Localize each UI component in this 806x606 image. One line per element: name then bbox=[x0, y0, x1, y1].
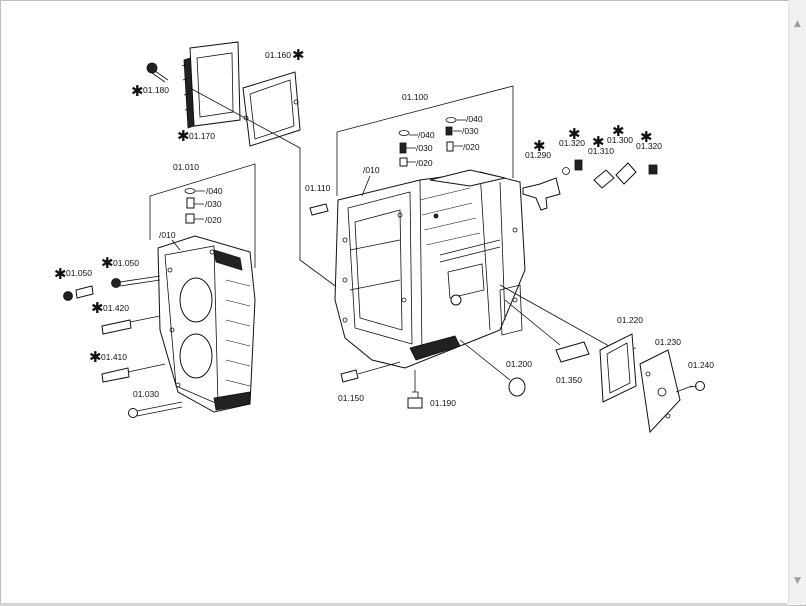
screw-01320[interactable] bbox=[574, 159, 583, 171]
plug-01200[interactable] bbox=[508, 377, 526, 397]
small-parts-stack-right bbox=[398, 117, 466, 167]
label-01220: 01.220 bbox=[617, 315, 643, 325]
pin-01150[interactable] bbox=[340, 369, 359, 383]
gasket-01310[interactable] bbox=[593, 169, 615, 189]
label-010-main: /010 bbox=[363, 165, 380, 175]
label-01310: 01.310 bbox=[588, 146, 614, 156]
label-020-right: /020 bbox=[463, 142, 480, 152]
stud-01420[interactable] bbox=[101, 315, 161, 335]
plate-01350[interactable] bbox=[555, 341, 590, 363]
nut-01050[interactable] bbox=[63, 285, 94, 301]
label-01300: 01.300 bbox=[607, 135, 633, 145]
vertical-scrollbar[interactable]: ▲ ▼ bbox=[788, 0, 806, 604]
label-01030: 01.030 bbox=[133, 389, 159, 399]
label-01320-b: 01.320 bbox=[636, 141, 662, 151]
bolt-01180[interactable] bbox=[146, 62, 169, 83]
exploded-parts-diagram: ✱ 01.180 ✱ 01.170 01.160 ✱ 01.100 /040 /… bbox=[54, 41, 714, 434]
label-020-left: /020 bbox=[416, 158, 433, 168]
scroll-down-arrow-icon[interactable]: ▼ bbox=[794, 576, 801, 586]
label-01350: 01.350 bbox=[556, 375, 582, 385]
label-020-lefthousing: /020 bbox=[205, 215, 222, 225]
screw-01320-b[interactable] bbox=[648, 164, 658, 175]
star-01170: ✱ bbox=[177, 127, 190, 145]
star-01050-a: ✱ bbox=[54, 265, 67, 283]
star-01300: ✱ bbox=[612, 122, 625, 140]
label-010-lefthousing: /010 bbox=[159, 230, 176, 240]
scroll-up-arrow-icon[interactable]: ▲ bbox=[794, 19, 801, 29]
gasket-01170[interactable] bbox=[181, 41, 241, 129]
label-01180: 01.180 bbox=[143, 85, 169, 95]
label-01200: 01.200 bbox=[506, 359, 532, 369]
label-01230: 01.230 bbox=[655, 337, 681, 347]
label-01110: 01.110 bbox=[305, 183, 331, 193]
gasket-01220[interactable] bbox=[599, 333, 637, 403]
washer-01320[interactable] bbox=[562, 167, 570, 175]
label-01240: 01.240 bbox=[688, 360, 714, 370]
bottom-edge-bar bbox=[0, 603, 787, 606]
label-01100: 01.100 bbox=[402, 92, 428, 102]
main-housing-01100[interactable] bbox=[334, 169, 526, 369]
sender-01290[interactable] bbox=[522, 177, 561, 211]
label-01420: 01.420 bbox=[103, 303, 129, 313]
star-01410: ✱ bbox=[89, 348, 102, 366]
label-01290: 01.290 bbox=[525, 150, 551, 160]
label-01050-a: 01.050 bbox=[66, 268, 92, 278]
label-040-left: /040 bbox=[418, 130, 435, 140]
stud-01410[interactable] bbox=[101, 363, 166, 383]
label-030-left: /030 bbox=[416, 143, 433, 153]
star-01320-b: ✱ bbox=[640, 128, 653, 146]
bolt-01050[interactable] bbox=[111, 275, 161, 288]
label-040-lefthousing: /040 bbox=[206, 186, 223, 196]
bolt-01030[interactable] bbox=[128, 401, 183, 418]
label-030-right: /030 bbox=[462, 126, 479, 136]
label-01170: 01.170 bbox=[189, 131, 215, 141]
small-parts-stack-left bbox=[184, 188, 205, 224]
left-housing-01010[interactable] bbox=[157, 235, 256, 413]
star-01420: ✱ bbox=[91, 299, 104, 317]
star-01320-a: ✱ bbox=[568, 125, 581, 143]
pin-01110[interactable] bbox=[309, 203, 329, 216]
cover-01300[interactable] bbox=[615, 162, 637, 185]
label-01150: 01.150 bbox=[338, 393, 364, 403]
star-01310: ✱ bbox=[592, 133, 605, 151]
star-01290: ✱ bbox=[533, 137, 546, 155]
gasket-01160[interactable] bbox=[242, 71, 301, 147]
label-01410: 01.410 bbox=[101, 352, 127, 362]
screw-01240[interactable] bbox=[689, 381, 705, 391]
label-01010: 01.010 bbox=[173, 162, 199, 172]
label-01050-b: 01.050 bbox=[113, 258, 139, 268]
star-01180: ✱ bbox=[131, 82, 144, 100]
label-01160: 01.160 bbox=[265, 50, 291, 60]
cover-01230[interactable] bbox=[639, 349, 681, 434]
star-01050-b: ✱ bbox=[101, 254, 114, 272]
label-01320-a: 01.320 bbox=[559, 138, 585, 148]
label-040-right: /040 bbox=[466, 114, 483, 124]
plug-01190[interactable] bbox=[407, 370, 423, 409]
label-030-lefthousing: /030 bbox=[205, 199, 222, 209]
label-01190: 01.190 bbox=[430, 398, 456, 408]
star-01160: ✱ bbox=[292, 46, 305, 64]
